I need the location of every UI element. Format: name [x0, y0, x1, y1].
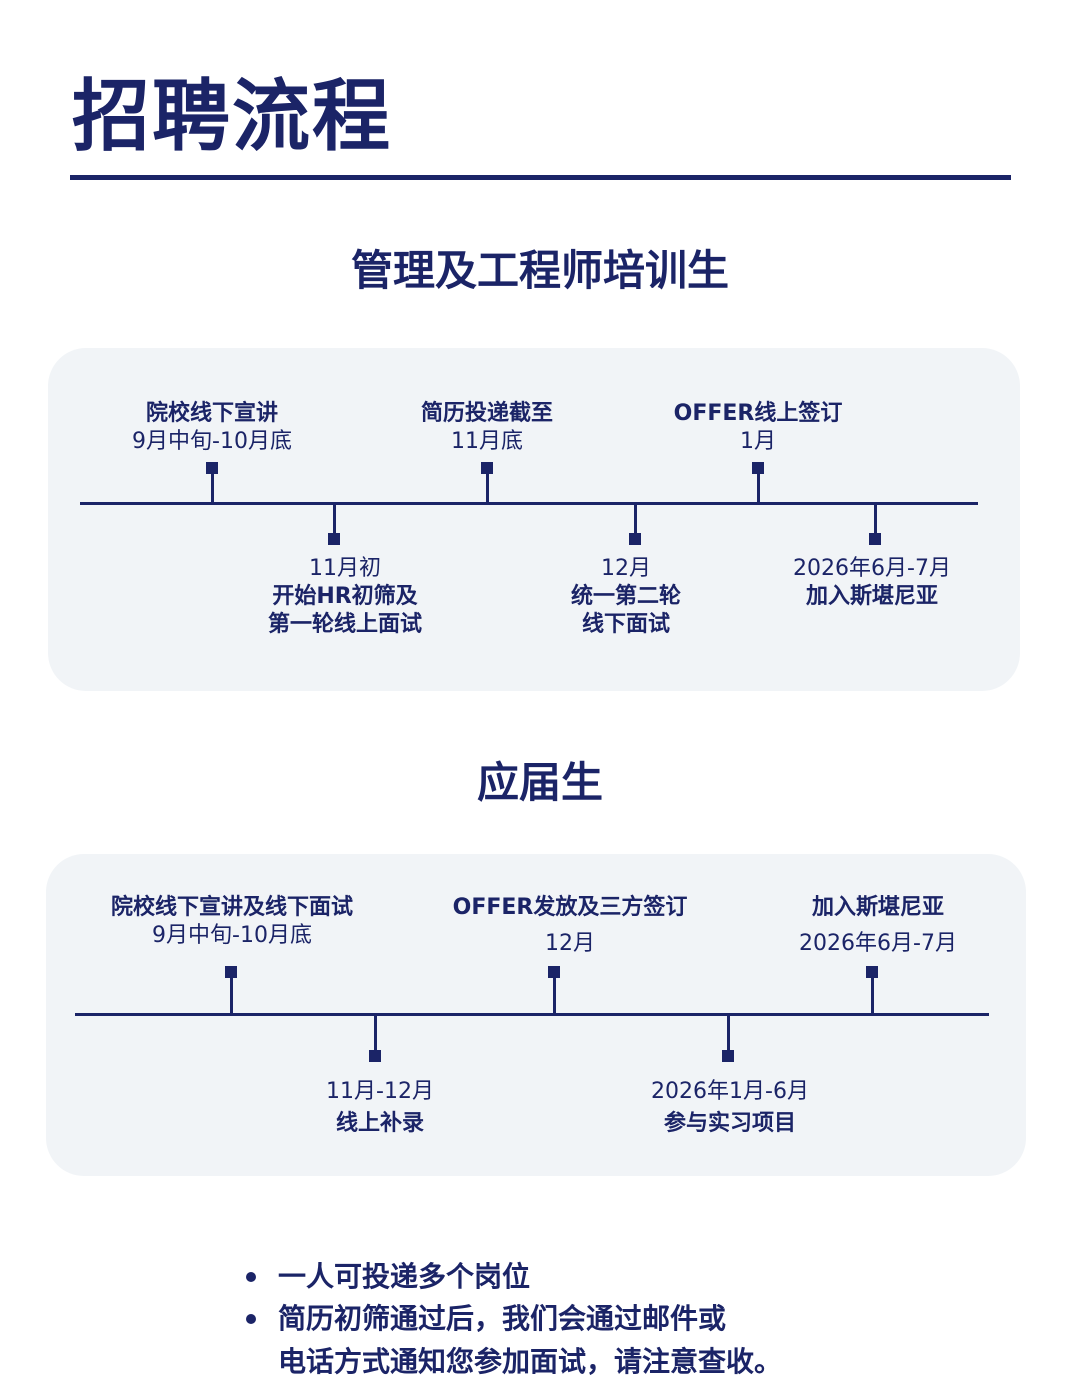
event-name: 院校线下宣讲: [145, 401, 278, 426]
event-label: 简历投递截至 11月底: [357, 400, 617, 456]
note-line: 电话方式通知您参加面试，请注意查收。: [278, 1345, 783, 1378]
event-label: 11月初 开始HR初筛及 第一轮线上面试: [215, 555, 475, 639]
event-label: 12月 统一第二轮 线下面试: [496, 555, 756, 639]
event-date: 12月: [545, 931, 595, 956]
timeline-stem: [333, 504, 336, 536]
event-name: OFFER线上签订: [673, 401, 843, 426]
event-date: 2026年1月-6月: [651, 1079, 809, 1104]
bullet-icon: [246, 1272, 256, 1282]
timeline-marker: [722, 1050, 734, 1062]
event-name: 参与实习项目: [663, 1111, 796, 1136]
event-label: 院校线下宣讲及线下面试 9月中旬-10月底: [102, 894, 362, 950]
event-date: 11月-12月: [326, 1079, 434, 1104]
event-label: 院校线下宣讲 9月中旬-10月底: [82, 400, 342, 456]
event-date: 9月中旬-10月底: [152, 923, 312, 948]
event-name-line1: 开始HR初筛及: [272, 584, 418, 609]
timeline-marker: [548, 966, 560, 978]
event-label: OFFER线上签订 1月: [628, 400, 888, 456]
note-line: 简历初筛通过后，我们会通过邮件或: [278, 1302, 727, 1335]
event-date: 1月: [740, 429, 776, 454]
event-label: 11月-12月 线上补录: [250, 1078, 510, 1138]
event-name-line1: 统一第二轮: [570, 584, 681, 609]
timeline-stem: [871, 976, 874, 1014]
timeline-marker: [328, 533, 340, 545]
event-date: 11月底: [451, 429, 523, 454]
event-date: 9月中旬-10月底: [132, 429, 292, 454]
timeline-marker: [481, 462, 493, 474]
event-date: 2026年6月-7月: [793, 556, 951, 581]
event-name-line1: 加入斯堪尼亚: [805, 584, 938, 609]
event-name: 加入斯堪尼亚: [811, 895, 944, 920]
timeline-stem: [486, 470, 489, 503]
event-name: 线上补录: [335, 1111, 424, 1136]
note-line: 一人可投递多个岗位: [278, 1260, 531, 1293]
timeline-stem: [757, 470, 760, 503]
timeline-stem: [374, 1015, 377, 1051]
trainee-timeline-panel: [48, 348, 1020, 691]
timeline-stem: [727, 1015, 730, 1051]
timeline-marker: [225, 966, 237, 978]
timeline-marker: [869, 533, 881, 545]
timeline-stem: [634, 504, 637, 536]
timeline-marker: [866, 966, 878, 978]
event-label: 加入斯堪尼亚 2026年6月-7月: [748, 894, 1008, 958]
trainee-section-heading: 管理及工程师培训生: [350, 246, 729, 295]
event-label: 2026年6月-7月 加入斯堪尼亚: [742, 555, 1002, 611]
event-date: 2026年6月-7月: [799, 931, 957, 956]
timeline-marker: [369, 1050, 381, 1062]
event-date: 11月初: [309, 556, 381, 581]
event-label: OFFER发放及三方签订 12月: [440, 894, 700, 958]
timeline-marker: [629, 533, 641, 545]
timeline-stem: [230, 976, 233, 1014]
graduate-timeline-axis: [75, 1013, 989, 1016]
page-title: 招聘流程: [72, 72, 393, 162]
graduate-section-heading: 应届生: [476, 758, 603, 807]
event-name-line2: 线下面试: [581, 612, 670, 637]
notes-list: 一人可投递多个岗位 简历初筛通过后，我们会通过邮件或 电话方式通知您参加面试，请…: [244, 1258, 782, 1381]
timeline-marker: [206, 462, 218, 474]
event-date: 12月: [601, 556, 651, 581]
event-name: 院校线下宣讲及线下面试: [110, 895, 353, 920]
bullet-icon: [246, 1314, 256, 1324]
title-divider: [70, 175, 1011, 180]
note-item: 简历初筛通过后，我们会通过邮件或 电话方式通知您参加面试，请注意查收。: [244, 1300, 782, 1381]
event-label: 2026年1月-6月 参与实习项目: [600, 1078, 860, 1138]
timeline-stem: [553, 976, 556, 1014]
event-name-line2: 第一轮线上面试: [267, 612, 422, 637]
event-name: 简历投递截至: [420, 401, 553, 426]
timeline-marker: [752, 462, 764, 474]
timeline-stem: [874, 504, 877, 536]
note-item: 一人可投递多个岗位: [244, 1258, 782, 1296]
trainee-timeline-axis: [80, 502, 978, 505]
event-name: OFFER发放及三方签订: [452, 895, 688, 920]
timeline-stem: [211, 470, 214, 503]
